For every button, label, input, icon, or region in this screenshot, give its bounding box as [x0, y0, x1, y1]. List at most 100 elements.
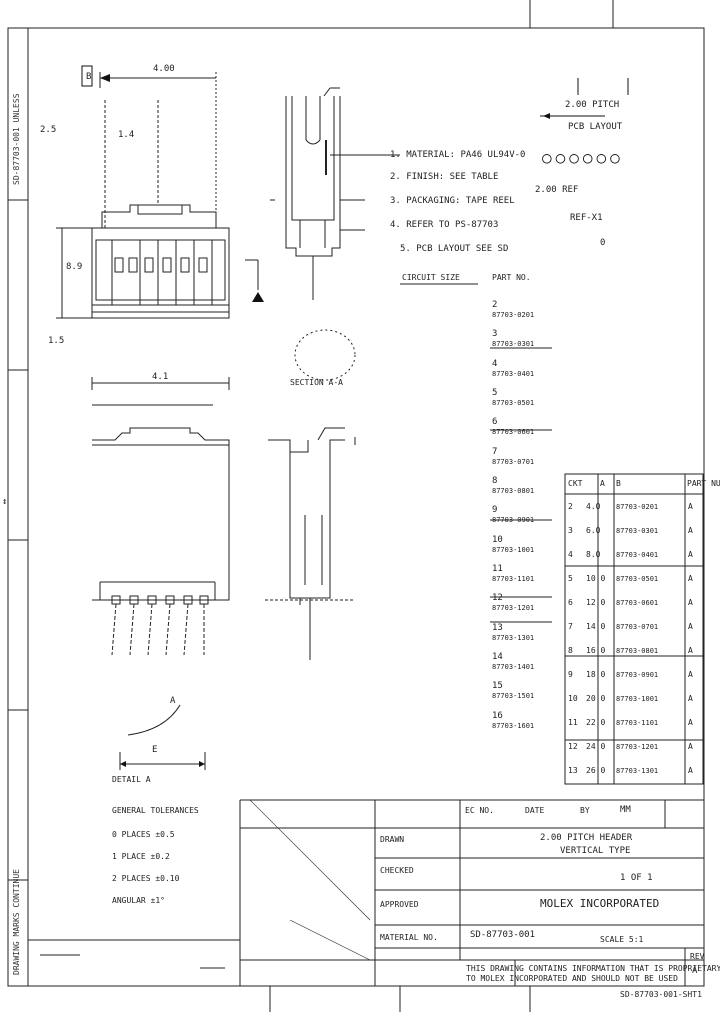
table-cell: 12.0 [586, 598, 606, 607]
table-cell: 22.0 [586, 718, 606, 727]
tolerance-1: 0 PLACES ±0.5 [112, 830, 175, 839]
dim-left-ref2: 1.4 [118, 130, 135, 140]
note-4: 4. REFER TO PS-87703 [390, 220, 499, 230]
table-cell: 14.0 [586, 622, 606, 631]
circuit-size: 16 [492, 710, 503, 721]
table-cell: A [688, 718, 693, 727]
confidential-1: THIS DRAWING CONTAINS INFORMATION THAT I… [466, 964, 720, 973]
table-cell: 16.0 [586, 646, 606, 655]
circuit-part-no: 87703-0601 [492, 428, 535, 437]
table-cell: 6.0 [586, 526, 601, 535]
circuit-part-no: 87703-1601 [492, 721, 535, 730]
margin-arrow: ↕ [2, 497, 8, 507]
margin-text-top: SD-87703-001 UNLESS [12, 93, 21, 185]
arrow-label-b: B [86, 72, 92, 82]
table-cell: 4 [568, 550, 573, 559]
circuit-size: 4 [492, 358, 498, 369]
circuit-part-no: 87703-0301 [492, 340, 535, 349]
material-label: MATERIAL NO. [380, 933, 438, 942]
table-cell: 87703-0701 [616, 623, 659, 631]
dim-top: 4.00 [153, 64, 175, 74]
by-label: BY [580, 806, 590, 815]
title-sheet: 1 OF 1 [620, 873, 653, 883]
table-cell: 87703-0601 [616, 599, 659, 607]
dims-header-cell: PART NUMBER [687, 479, 720, 488]
section-label: SECTION A-A [290, 378, 343, 387]
table-cell: 87703-1301 [616, 767, 659, 775]
circuit-part-no: 87703-1001 [492, 545, 535, 554]
tolerance-3: 2 PLACES ±0.10 [112, 874, 180, 883]
table-cell: 3 [568, 526, 573, 535]
table-row: 8 16.0 87703-0801 A [566, 640, 702, 662]
dim-height: 8.9 [66, 262, 83, 272]
tolerance-4: ANGULAR ±1° [112, 896, 165, 905]
pin-right-note: REF-X1 [570, 213, 603, 223]
table-cell: 10 [568, 694, 578, 703]
table-cell: 87703-1101 [616, 719, 659, 727]
scale-label: DETAIL A [112, 775, 151, 784]
table-cell: 7 [568, 622, 573, 631]
table-row: 2 4.0 87703-0201 A [566, 496, 702, 518]
table-cell: A [688, 598, 693, 607]
circuit-part-no: 87703-1301 [492, 633, 535, 642]
circuit-size: 15 [492, 681, 503, 692]
note-1: 1. MATERIAL: PA46 UL94V-0 [390, 150, 526, 160]
table-cell: A [688, 766, 693, 775]
margin-text-bottom: DRAWING MARKS CONTINUE [12, 869, 21, 975]
note-2: 2. FINISH: SEE TABLE [390, 172, 499, 182]
table-cell: A [688, 694, 693, 703]
table-cell: A [688, 574, 693, 583]
table-cell: A [688, 622, 693, 631]
table-cell: 87703-1201 [616, 743, 659, 751]
table-cell: 8 [568, 646, 573, 655]
circuit-part-no: 87703-0401 [492, 369, 535, 378]
title-line-2: VERTICAL TYPE [560, 846, 631, 856]
table-cell: 87703-0501 [616, 575, 659, 583]
note-3: 3. PACKAGING: TAPE REEL [390, 196, 515, 206]
table-cell: 2 [568, 502, 573, 511]
table-cell: 87703-0201 [616, 503, 659, 511]
table-cell: A [688, 742, 693, 751]
circuit-header-right: PART NO. [492, 273, 531, 282]
circuit-part-no: 87703-0901 [492, 516, 535, 525]
table-cell: A [688, 502, 693, 511]
circuit-part-no: 87703-0701 [492, 457, 535, 466]
outer-border [7, 27, 705, 987]
circuit-size: 3 [492, 329, 498, 340]
table-cell: 87703-0301 [616, 527, 659, 535]
circuit-size: 12 [492, 593, 503, 604]
tolerance-header: GENERAL TOLERANCES [112, 806, 199, 815]
table-cell: A [688, 526, 693, 535]
units: MM [620, 805, 631, 815]
dims-header-cell: B [616, 479, 621, 488]
circuit-size: 10 [492, 534, 503, 545]
table-cell: A [688, 670, 693, 679]
table-cell: 87703-0401 [616, 551, 659, 559]
doc-number: SD-87703-001 [470, 930, 536, 940]
rev-value: A [692, 966, 698, 976]
dims-header-cell: CKT [568, 479, 583, 488]
datum-triangle [252, 292, 264, 302]
table-cell: 87703-0801 [616, 647, 659, 655]
table-cell: 10.0 [586, 574, 606, 583]
note-5: 5. PCB LAYOUT SEE SD [400, 244, 509, 254]
table-cell: A [688, 646, 693, 655]
circuit-size: 8 [492, 476, 498, 486]
bottom-id: SD-87703-001-SHT1 [620, 990, 702, 999]
front-view-body [91, 227, 230, 319]
table-cell: 24.0 [586, 742, 606, 751]
scale: SCALE 5:1 [600, 935, 644, 944]
table-cell: 4.0 [586, 502, 601, 511]
